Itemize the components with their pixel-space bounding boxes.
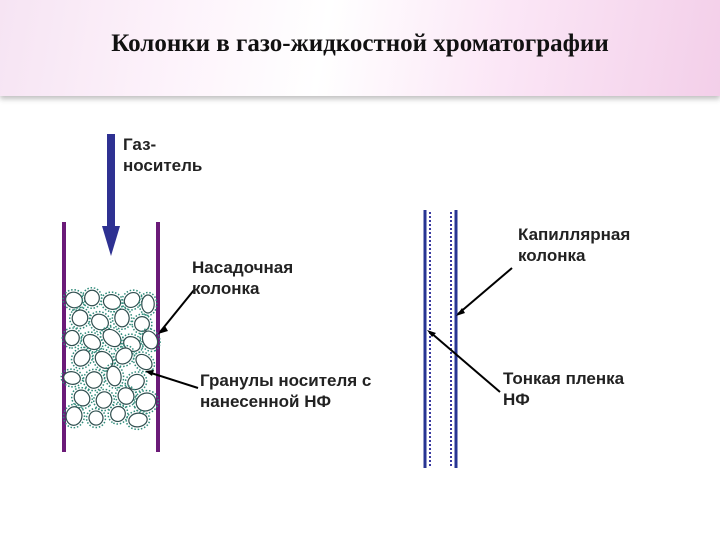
granule-coating xyxy=(120,333,144,355)
granule xyxy=(141,330,159,350)
granule xyxy=(135,353,153,371)
carrier-granules xyxy=(60,287,161,431)
slide-header xyxy=(0,0,720,96)
granule xyxy=(134,316,150,332)
granule-coating xyxy=(132,351,156,373)
granule-coating xyxy=(133,389,159,415)
granule-coating xyxy=(121,289,143,311)
granule xyxy=(65,291,83,309)
granule-coating xyxy=(85,407,107,429)
granule-coating xyxy=(82,368,106,392)
granule xyxy=(85,371,103,389)
granule xyxy=(71,309,89,327)
granule-coating xyxy=(62,403,86,429)
slide-title: Колонки в газо-жидкостной хроматографии xyxy=(111,30,609,57)
leader-film-arrowhead xyxy=(427,330,436,337)
granule-coating xyxy=(131,313,153,335)
granule-coating xyxy=(60,368,84,388)
leader-packed-column xyxy=(159,289,195,333)
granule xyxy=(73,389,91,407)
granule xyxy=(141,294,155,314)
granule-coating xyxy=(125,409,151,431)
carrier-gas-arrow xyxy=(102,134,120,256)
granule xyxy=(106,365,122,387)
granule xyxy=(95,391,113,409)
capillary-column-label: Капиллярная колонка xyxy=(518,225,631,265)
granule xyxy=(117,387,135,405)
granule-coating xyxy=(107,403,129,425)
granule xyxy=(65,406,83,426)
granule xyxy=(128,412,148,428)
granule xyxy=(88,410,104,426)
leader-capillary-column xyxy=(457,267,513,315)
leader-granules xyxy=(147,371,199,389)
granule xyxy=(123,291,141,309)
granule xyxy=(82,333,102,351)
granule-coating xyxy=(138,291,158,317)
carrier-gas-label: Газ- носитель xyxy=(123,135,203,175)
granule xyxy=(135,392,157,412)
granule-coating xyxy=(88,310,112,334)
granule xyxy=(110,405,126,423)
granule-coating xyxy=(111,305,133,331)
granule xyxy=(102,328,122,348)
granule xyxy=(115,347,133,365)
granule xyxy=(64,329,80,347)
granule-coating xyxy=(112,344,136,368)
granule-coating xyxy=(114,384,138,408)
thin-film-label: Тонкая пленка НФ xyxy=(503,369,625,409)
granule-coating xyxy=(80,331,104,353)
granule-coating xyxy=(103,362,125,390)
leader-capillary-arrowhead xyxy=(456,308,465,316)
granule xyxy=(84,289,100,307)
leader-packed-arrowhead xyxy=(158,326,168,334)
granule-coating xyxy=(139,327,161,353)
granule xyxy=(114,308,130,328)
granule-coating xyxy=(70,386,94,410)
granules-label: Гранулы носителя с нанесенной НФ xyxy=(200,371,372,411)
granule xyxy=(73,349,91,367)
granule-coating xyxy=(62,288,86,312)
granule-coating xyxy=(61,327,83,349)
leader-thin-film xyxy=(429,331,501,393)
granule xyxy=(102,294,122,310)
granule-coating xyxy=(68,306,92,330)
granule xyxy=(63,371,81,385)
packed-column-label: Насадочная колонка xyxy=(192,258,294,298)
leader-granules-arrowhead xyxy=(145,370,154,376)
